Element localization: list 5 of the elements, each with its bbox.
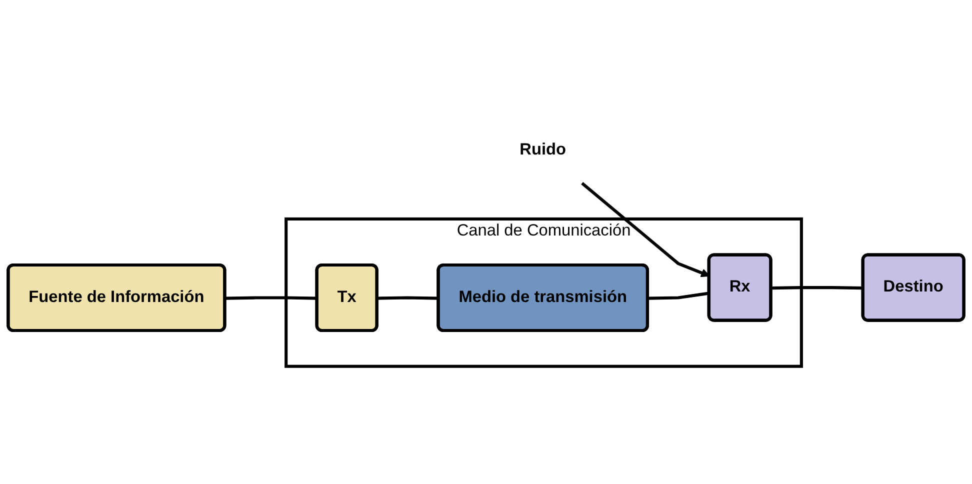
connector [377,296,439,300]
node-text: Ruido [520,141,566,159]
connector [648,292,710,300]
connector [225,296,318,300]
connector [771,286,864,290]
